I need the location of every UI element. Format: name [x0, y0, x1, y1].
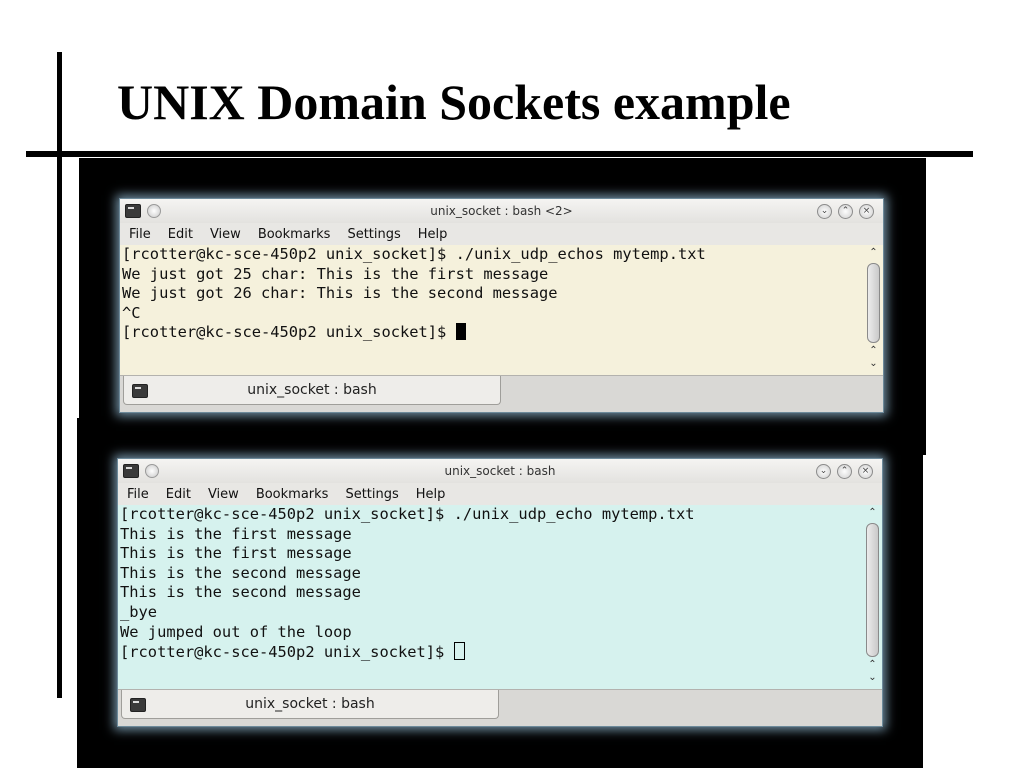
terminal-line: _bye	[120, 602, 158, 621]
menu-view[interactable]: View	[207, 486, 239, 502]
window-titlebar[interactable]: unix_socket : bash ⌄ ⌃ ×	[118, 459, 882, 483]
tab-bar: unix_socket : bash	[118, 689, 882, 726]
terminal-icon[interactable]	[125, 204, 141, 218]
tab-label: unix_socket : bash	[245, 696, 375, 712]
slide-horizontal-rule	[26, 151, 973, 157]
window-title: unix_socket : bash	[444, 464, 556, 478]
scrollbar-thumb[interactable]	[867, 263, 880, 343]
terminal-output[interactable]: [rcotter@kc-sce-450p2 unix_socket]$ ./un…	[118, 505, 863, 689]
scroll-down-arrow-icon[interactable]: ⌄	[869, 358, 878, 369]
tab-session[interactable]: unix_socket : bash	[123, 376, 501, 405]
terminal-icon	[130, 698, 146, 712]
terminal-icon[interactable]	[123, 464, 139, 478]
menu-help[interactable]: Help	[417, 226, 448, 242]
tab-session[interactable]: unix_socket : bash	[121, 690, 499, 719]
scrollbar-thumb[interactable]	[866, 523, 879, 657]
pin-icon[interactable]	[147, 204, 161, 218]
terminal-prompt-line: [rcotter@kc-sce-450p2 unix_socket]$	[122, 323, 864, 343]
terminal-line: ^C	[122, 303, 141, 322]
window-titlebar[interactable]: unix_socket : bash <2> ⌄ ⌃ ×	[120, 199, 883, 223]
maximize-icon[interactable]: ⌃	[837, 464, 852, 479]
window-title: unix_socket : bash <2>	[430, 204, 573, 218]
maximize-icon[interactable]: ⌃	[838, 204, 853, 219]
close-icon[interactable]: ×	[858, 464, 873, 479]
menu-edit[interactable]: Edit	[167, 226, 193, 242]
terminal-line: [rcotter@kc-sce-450p2 unix_socket]$ ./un…	[120, 505, 695, 523]
terminal-window-client: unix_socket : bash ⌄ ⌃ × File Edit View …	[117, 458, 883, 727]
terminal-line: We jumped out of the loop	[120, 622, 352, 641]
terminal-icon	[132, 384, 148, 398]
terminal-scrollbar[interactable]: ⌃ ⌃ ⌄	[863, 505, 882, 689]
terminal-line: This is the first message	[120, 524, 352, 543]
scroll-up-arrow-icon[interactable]: ⌃	[869, 247, 878, 258]
menu-view[interactable]: View	[209, 226, 241, 242]
close-icon[interactable]: ×	[859, 204, 874, 219]
terminal-prompt-line: [rcotter@kc-sce-450p2 unix_socket]$	[120, 642, 863, 662]
menu-bar: File Edit View Bookmarks Settings Help	[118, 483, 882, 505]
scroll-down-arrow-icon[interactable]: ⌄	[868, 672, 877, 683]
terminal-line: [rcotter@kc-sce-450p2 unix_socket]$ ./un…	[122, 245, 706, 263]
terminal-scrollbar[interactable]: ⌃ ⌃ ⌄	[864, 245, 883, 375]
terminal-window-server: unix_socket : bash <2> ⌄ ⌃ × File Edit V…	[119, 198, 884, 413]
menu-settings[interactable]: Settings	[347, 226, 401, 242]
slide-title: UNIX Domain Sockets example	[117, 74, 791, 130]
pin-icon[interactable]	[145, 464, 159, 478]
terminal-output[interactable]: [rcotter@kc-sce-450p2 unix_socket]$ ./un…	[120, 245, 864, 375]
terminal-prompt: [rcotter@kc-sce-450p2 unix_socket]$	[120, 643, 454, 662]
menu-bar: File Edit View Bookmarks Settings Help	[120, 223, 883, 245]
menu-file[interactable]: File	[127, 486, 149, 502]
menu-help[interactable]: Help	[415, 486, 446, 502]
minimize-icon[interactable]: ⌄	[817, 204, 832, 219]
terminal-prompt: [rcotter@kc-sce-450p2 unix_socket]$	[122, 323, 456, 342]
terminal-line: This is the second message	[120, 583, 361, 602]
menu-bookmarks[interactable]: Bookmarks	[255, 486, 329, 502]
menu-settings[interactable]: Settings	[345, 486, 399, 502]
terminal-line: We just got 26 char: This is the second …	[122, 284, 558, 303]
terminal-line: We just got 25 char: This is the first m…	[122, 264, 549, 283]
tab-bar: unix_socket : bash	[120, 375, 883, 412]
terminal-line: This is the second message	[120, 563, 361, 582]
menu-edit[interactable]: Edit	[165, 486, 191, 502]
terminal-cursor	[453, 642, 465, 661]
minimize-icon[interactable]: ⌄	[816, 464, 831, 479]
scroll-up-arrow-icon[interactable]: ⌃	[869, 345, 878, 356]
scroll-up-arrow-icon[interactable]: ⌃	[868, 659, 877, 670]
tab-label: unix_socket : bash	[247, 382, 377, 398]
menu-file[interactable]: File	[129, 226, 151, 242]
terminal-cursor	[455, 323, 466, 341]
menu-bookmarks[interactable]: Bookmarks	[257, 226, 331, 242]
scroll-up-arrow-icon[interactable]: ⌃	[868, 507, 877, 518]
slide-vertical-rule	[57, 52, 62, 698]
terminal-line: This is the first message	[120, 544, 352, 563]
